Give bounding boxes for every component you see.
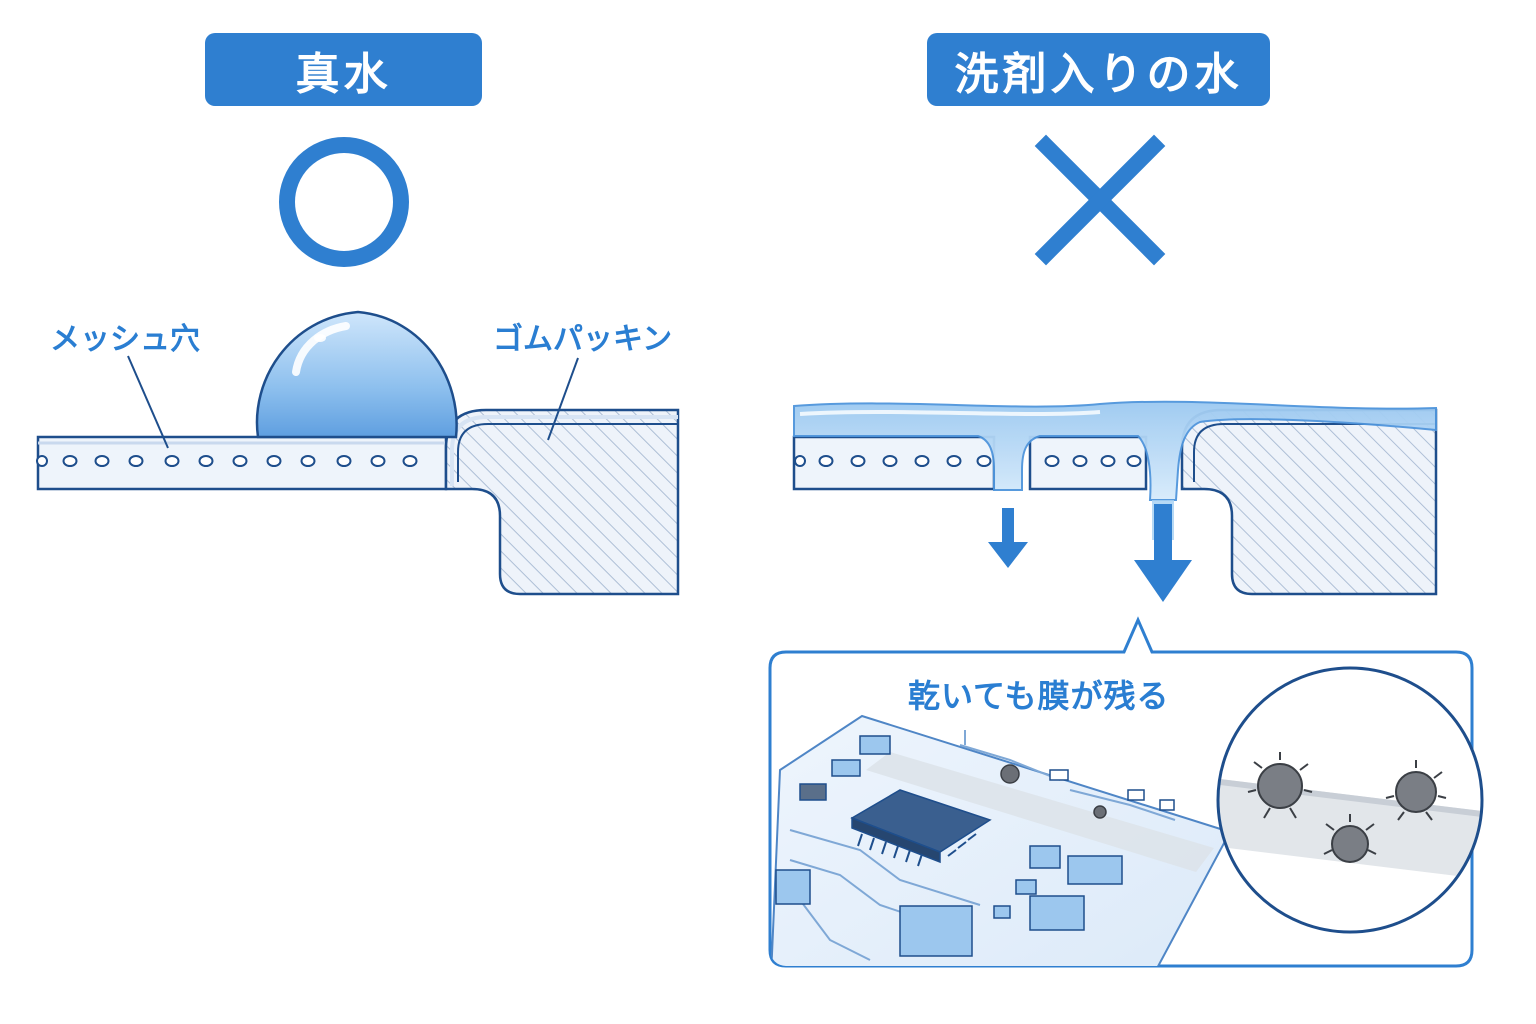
leak-arrow-short: [988, 508, 1028, 568]
rubber-gasket-right: [1180, 408, 1438, 596]
mesh-plate-left: [36, 435, 448, 491]
germ-icon: [1385, 760, 1447, 821]
germ-icon: [1323, 814, 1377, 863]
ng-cross-icon: [1034, 134, 1166, 266]
mesh-hole-label: メッシュ穴: [50, 322, 200, 357]
fresh-water-title: 真水: [205, 33, 482, 106]
magnified-residue-circle: [1216, 666, 1484, 934]
rubber-gasket-left: [444, 408, 680, 596]
residue-film-caption: 乾いても膜が残る: [908, 677, 1170, 715]
rubber-gasket-label: ゴムパッキン: [493, 322, 673, 357]
detergent-water-title: 洗剤入りの水: [927, 33, 1270, 106]
leak-arrow-long: [1134, 504, 1192, 602]
gasket-leader-line: [547, 357, 579, 441]
mesh-leader-line: [127, 355, 169, 449]
germ-icon: [1247, 752, 1313, 819]
ok-circle-icon: [279, 137, 409, 267]
water-droplet: [255, 310, 458, 439]
mesh-plate-right: [792, 435, 1148, 491]
circuit-board-illustration: [770, 714, 1232, 966]
